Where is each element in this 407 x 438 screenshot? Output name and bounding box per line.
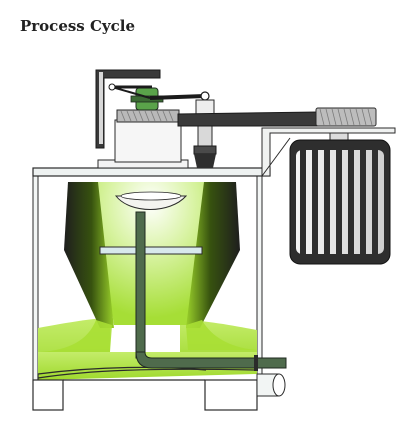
central-feed-pipe-icon [135, 211, 287, 371]
top-pulley-icon [114, 87, 182, 163]
centrifuge-basket-icon [40, 182, 257, 352]
drive-motor-icon [289, 139, 391, 265]
outlet-pipe-icon [256, 373, 286, 397]
drive-belt-icon [177, 107, 377, 127]
hydraulic-cylinder-icon [193, 99, 217, 168]
linkage-arm-icon [108, 83, 210, 101]
support-bracket-icon [95, 69, 161, 149]
diagram-title: Process Cycle [20, 17, 136, 35]
